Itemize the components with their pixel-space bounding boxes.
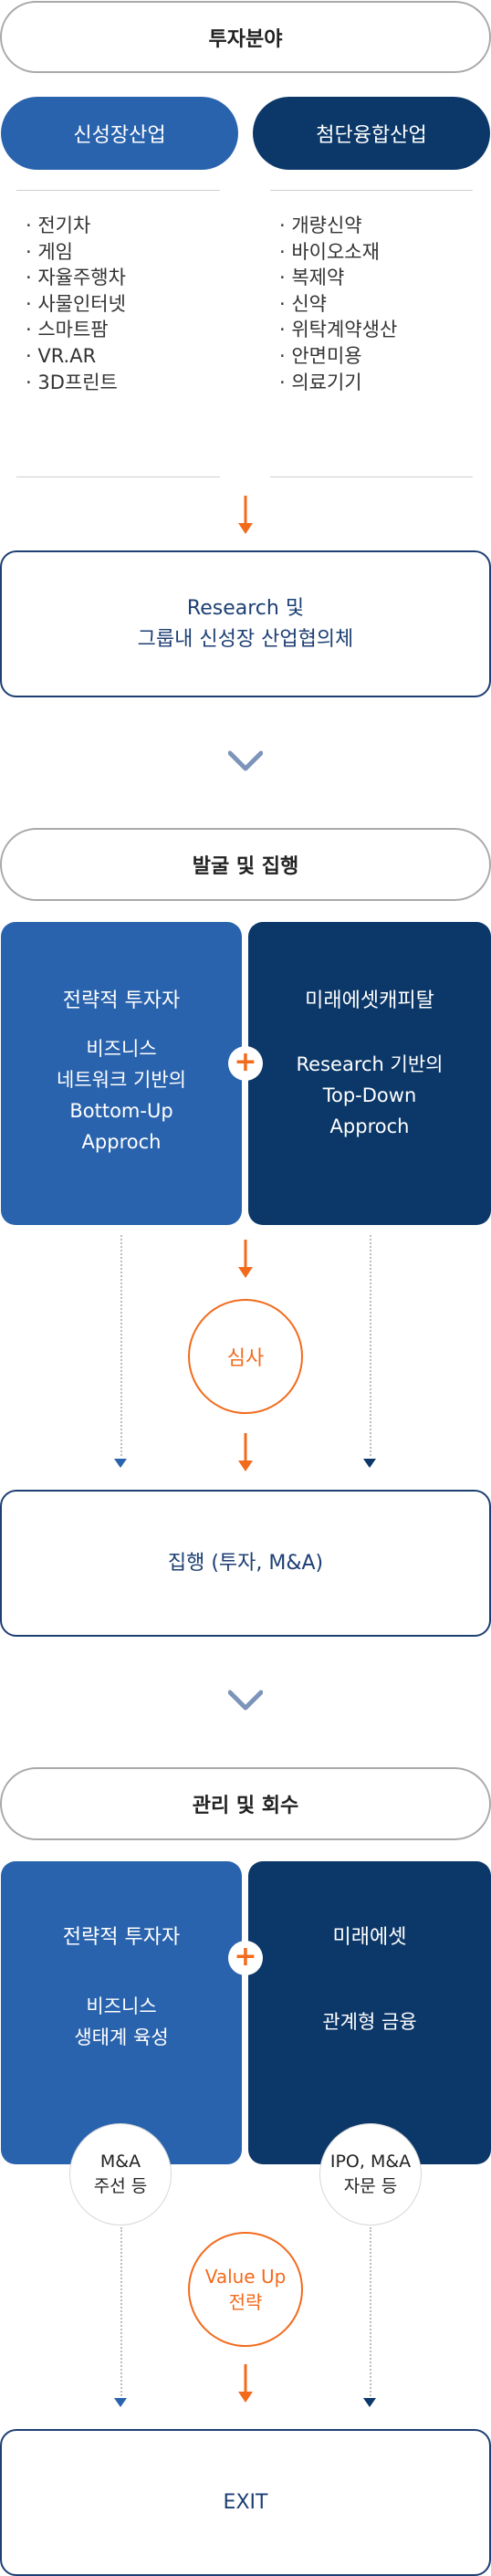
list-item: · 사물인터넷 — [26, 292, 126, 315]
orange-down-arrow-icon — [238, 1240, 253, 1278]
dotted-connector-right — [370, 2227, 371, 2396]
research-line2: 그룹내 신성장 산업협의체 — [137, 627, 354, 651]
execution-label: 집행 (투자, M&A) — [167, 1551, 324, 1575]
section-header-discovery: 발굴 및 집행 — [0, 828, 491, 901]
value-up-line: 전략 — [228, 2291, 263, 2313]
list-item: · 개량신약 — [279, 215, 362, 236]
card-desc-line: 네트워크 기반의 — [57, 1069, 186, 1091]
section-header-label: 관리 및 회수 — [192, 1795, 299, 1817]
card-title: 미래에셋 — [332, 1926, 407, 1949]
dotted-connector-left — [120, 2227, 122, 2396]
card-desc-line: Approch — [81, 1131, 162, 1153]
research-council-box: Research 및 그룹내 신성장 산업협의체 — [0, 550, 491, 697]
card-desc-line: 관계형 금융 — [322, 2011, 417, 2033]
category-new-growth-label: 신성장산업 — [73, 124, 166, 147]
exit-box: EXIT — [0, 2429, 491, 2576]
ipo-advisory-circle: IPO, M&A 자문 등 — [319, 2123, 422, 2225]
list-item: · VR.AR — [26, 344, 97, 367]
card-desc-line: Approch — [329, 1115, 410, 1137]
review-label: 심사 — [226, 1347, 265, 1370]
list-item: · 안면미용 — [279, 344, 362, 367]
orange-down-arrow-icon — [238, 1433, 253, 1471]
list-item: · 위탁계약생산 — [279, 319, 398, 341]
circle-line: M&A — [99, 2152, 141, 2172]
list-item: · 바이오소재 — [279, 240, 380, 263]
divider-left-bottom — [16, 476, 220, 477]
section-header-management: 관리 및 회수 — [0, 1767, 491, 1840]
plus-icon: + — [228, 1941, 263, 1975]
card-mirae-asset: 미래에셋 관계형 금융 — [248, 1861, 491, 2164]
section-header-label: 발굴 및 집행 — [192, 855, 299, 878]
divider-right-top — [270, 190, 473, 191]
list-item: · 자율주행차 — [26, 267, 126, 289]
card-strategic-investor-2: 전략적 투자자 비즈니스 생태계 육성 — [1, 1861, 242, 2164]
industry-list-left: · 전기차 · 게임 · 자율주행차 · 사물인터넷 · 스마트팜 · VR.A… — [26, 213, 226, 395]
list-item: · 게임 — [26, 240, 73, 263]
ma-arrangement-circle: M&A 주선 등 — [69, 2123, 172, 2225]
execution-box: 집행 (투자, M&A) — [0, 1490, 491, 1637]
circle-line: 주선 등 — [93, 2176, 148, 2196]
card-desc-line: 생태계 육성 — [74, 2026, 169, 2048]
card-title: 미래에셋캐피탈 — [305, 990, 434, 1012]
divider-left-top — [16, 190, 220, 191]
category-advanced-convergence-label: 첨단융합산업 — [316, 124, 427, 147]
list-item: · 복제약 — [279, 267, 345, 289]
card-desc-line: Research 기반의 — [296, 1053, 444, 1075]
card-mirae-asset-capital: 미래에셋캐피탈 Research 기반의 Top-Down Approch — [248, 922, 491, 1225]
value-up-circle: Value Up 전략 — [188, 2232, 303, 2347]
list-item: · 전기차 — [26, 215, 91, 236]
plus-icon: + — [228, 1046, 263, 1081]
research-line1: Research 및 — [186, 596, 305, 620]
list-item: · 신약 — [279, 292, 327, 315]
category-advanced-convergence: 첨단융합산업 — [253, 97, 490, 170]
card-desc-line: Bottom-Up — [69, 1100, 173, 1122]
circle-line: 자문 등 — [343, 2176, 398, 2196]
card-desc-line: 비즈니스 — [86, 1038, 157, 1060]
chevron-down-icon — [228, 1690, 263, 1711]
card-title: 전략적 투자자 — [62, 990, 181, 1012]
list-item: · 의료기기 — [279, 371, 362, 393]
orange-down-arrow-icon — [238, 496, 253, 534]
review-circle: 심사 — [188, 1299, 303, 1414]
section-header-label: 투자분야 — [208, 27, 283, 51]
orange-down-arrow-icon — [238, 2364, 253, 2403]
list-item: · 스마트팜 — [26, 319, 109, 341]
triangle-down-icon — [363, 2398, 376, 2407]
circle-line: IPO, M&A — [329, 2152, 412, 2172]
divider-right-bottom — [270, 476, 473, 477]
triangle-down-icon — [114, 1459, 127, 1468]
card-desc-line: Top-Down — [322, 1084, 417, 1106]
exit-label: EXIT — [223, 2490, 268, 2514]
dotted-connector-left — [120, 1235, 122, 1456]
card-strategic-investor: 전략적 투자자 비즈니스 네트워크 기반의 Bottom-Up Approch — [1, 922, 242, 1225]
dotted-connector-right — [370, 1235, 371, 1456]
card-desc-line: 비즈니스 — [86, 1995, 157, 2017]
triangle-down-icon — [363, 1459, 376, 1468]
triangle-down-icon — [114, 2398, 127, 2407]
list-item: · 3D프린트 — [26, 371, 118, 393]
category-new-growth: 신성장산업 — [1, 97, 238, 170]
value-up-line: Value Up — [204, 2266, 287, 2288]
chevron-down-icon — [228, 750, 263, 771]
section-header-investment-field: 투자분야 — [0, 1, 491, 73]
industry-list-right: · 개량신약 · 바이오소재 · 복제약 · 신약 · 위탁계약생산 · 안면미… — [279, 213, 480, 395]
card-title: 전략적 투자자 — [62, 1926, 181, 1949]
